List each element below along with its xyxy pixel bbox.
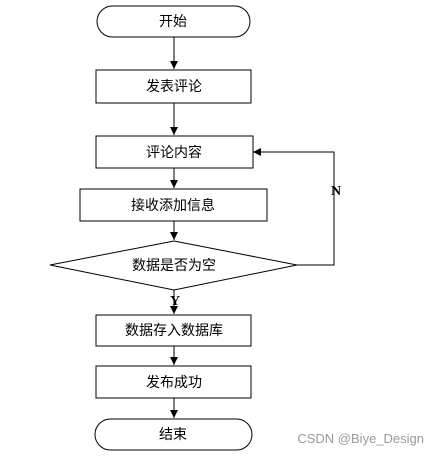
end-label: 结束 bbox=[159, 427, 187, 443]
receive-info-label: 接收添加信息 bbox=[131, 197, 215, 214]
decision-diamond bbox=[49, 240, 298, 291]
branch-no-label: N bbox=[331, 184, 341, 199]
branch-yes-label: Y bbox=[170, 294, 180, 309]
store-data-box bbox=[95, 314, 252, 347]
publish-success-box bbox=[95, 365, 252, 399]
end-terminator bbox=[94, 418, 253, 451]
store-data-label: 数据存入数据库 bbox=[125, 323, 223, 339]
start-terminator bbox=[96, 5, 251, 38]
receive-info-box bbox=[79, 188, 268, 222]
watermark: CSDN @Biye_Design bbox=[297, 431, 424, 446]
publish-comment-box bbox=[95, 69, 252, 104]
comment-content-box bbox=[95, 135, 254, 169]
connector-no-loop bbox=[253, 148, 335, 266]
publish-success-label: 发布成功 bbox=[146, 375, 202, 391]
comment-content-label: 评论内容 bbox=[146, 144, 202, 161]
start-label: 开始 bbox=[159, 14, 187, 30]
decision-label: 数据是否为空 bbox=[132, 258, 216, 274]
publish-comment-label: 发表评论 bbox=[146, 79, 202, 95]
